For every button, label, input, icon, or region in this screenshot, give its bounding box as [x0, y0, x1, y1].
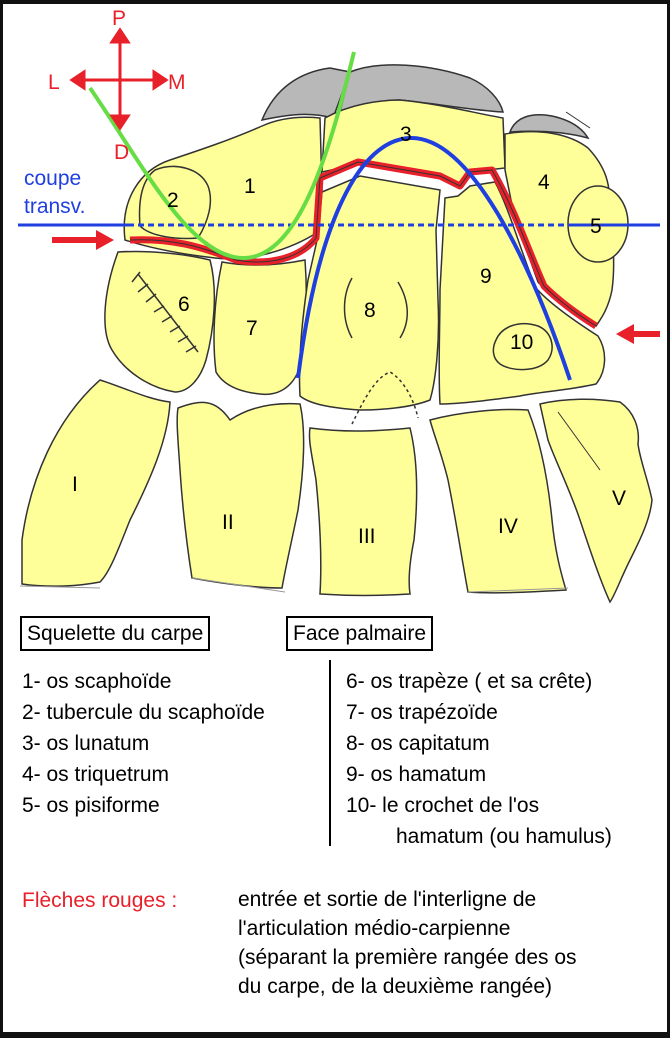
- metacarpal-II: [176, 401, 305, 589]
- note-line: entrée et sortie de l'interligne de: [238, 888, 537, 911]
- red-arrows-description: entrée et sortie de l'interligne de l'ar…: [238, 885, 658, 1001]
- cartilage-lunatum: [260, 67, 352, 122]
- note-line: du carpe, de la deuxième rangée): [238, 975, 553, 998]
- orientation-down-label: D: [114, 141, 130, 164]
- metacarpal-label-III: III: [358, 525, 376, 548]
- note-line: (séparant la première rangée des os: [238, 946, 577, 969]
- legend-item: 6- os trapèze ( et sa crête): [346, 670, 593, 693]
- legend-divider: [329, 660, 331, 846]
- cartilage-triquetrum: [508, 114, 590, 140]
- legend-item: 2- tubercule du scaphoïde: [22, 701, 265, 724]
- metacarpal-I: [21, 379, 171, 587]
- legend-item: 8- os capitatum: [346, 732, 490, 755]
- bone-capitatum: [298, 175, 441, 411]
- trapezium-ridge: [131, 271, 199, 353]
- metacarpal-label-V: V: [612, 487, 627, 510]
- bone-trapezium: [104, 250, 216, 393]
- metacarpal-V-ridge: [557, 411, 601, 471]
- bone-label-3: 3: [400, 123, 412, 146]
- bone-label-1: 1: [244, 175, 256, 198]
- orientation-up-label: P: [112, 7, 127, 30]
- legend-item: 9- os hamatum: [346, 763, 487, 786]
- triquetrum-inner-mark: [565, 111, 591, 129]
- legend-item: 4- os triquetrum: [22, 763, 170, 786]
- midcarpal-joint-outline: [129, 161, 597, 327]
- frame-bottom: [0, 1032, 670, 1038]
- capitatum-right-mark: [397, 281, 408, 339]
- legend-item: 1- os scaphoïde: [22, 670, 172, 693]
- orientation-right-label: M: [168, 71, 186, 94]
- legend-right: 6- os trapèze ( et sa crête) 7- os trapé…: [346, 666, 612, 852]
- bone-label-2: 2: [167, 189, 179, 212]
- bone-label-8: 8: [364, 299, 376, 322]
- title-right: Face palmaire: [286, 616, 434, 652]
- bone-label-6: 6: [178, 293, 190, 316]
- entry-arrow-icon: [52, 230, 114, 250]
- metacarpal-label-II: II: [222, 511, 234, 534]
- legend-item: hamatum (ou hamulus): [396, 825, 612, 848]
- bone-label-10: 10: [510, 331, 534, 354]
- bone-label-9: 9: [480, 265, 492, 288]
- bone-hamatum: [438, 181, 606, 405]
- bone-trapezoid: [213, 259, 308, 396]
- metacarpal-V: [539, 398, 653, 604]
- bone-label-7: 7: [246, 317, 258, 340]
- metacarpal-base-line-2: [191, 577, 286, 593]
- frame-right: [667, 0, 670, 1038]
- capitatum-left-mark: [343, 277, 353, 339]
- section-label-line1: coupe: [24, 167, 82, 190]
- frame-top: [0, 0, 670, 4]
- metacarpal-label-I: I: [72, 473, 78, 496]
- red-arrows-label: Flèches rouges :: [22, 889, 178, 912]
- bone-label-5: 5: [590, 215, 602, 238]
- legend-item: 5- os pisiforme: [22, 794, 160, 817]
- metacarpal-III: [308, 427, 418, 597]
- bone-label-4: 4: [538, 171, 550, 194]
- note-line: l'articulation médio-carpienne: [238, 917, 511, 940]
- green-curve: [88, 51, 356, 261]
- frame-left: [0, 0, 3, 1038]
- exit-arrow-icon: [616, 324, 660, 344]
- legend-left: 1- os scaphoïde 2- tubercule du scaphoïd…: [22, 666, 265, 821]
- title-left: Squelette du carpe: [20, 616, 211, 652]
- bone-hamulus: [492, 322, 553, 371]
- orientation-cross-icon: [69, 27, 169, 131]
- section-label-line2: transv.: [24, 195, 86, 218]
- legend-item: 3- os lunatum: [22, 732, 150, 755]
- legend-item: 10- le crochet de l'os: [346, 794, 540, 817]
- blue-arc: [296, 135, 572, 381]
- carpus-diagram: [18, 27, 660, 604]
- metacarpal-base-line-3: [467, 587, 569, 593]
- metacarpal-IV: [429, 408, 567, 594]
- orientation-left-label: L: [48, 71, 60, 94]
- capitatum-dotted-base: [351, 371, 419, 425]
- metacarpal-label-IV: IV: [498, 515, 518, 538]
- legend-item: 7- os trapézoïde: [346, 701, 498, 724]
- metacarpal-base-line-1: [19, 585, 101, 589]
